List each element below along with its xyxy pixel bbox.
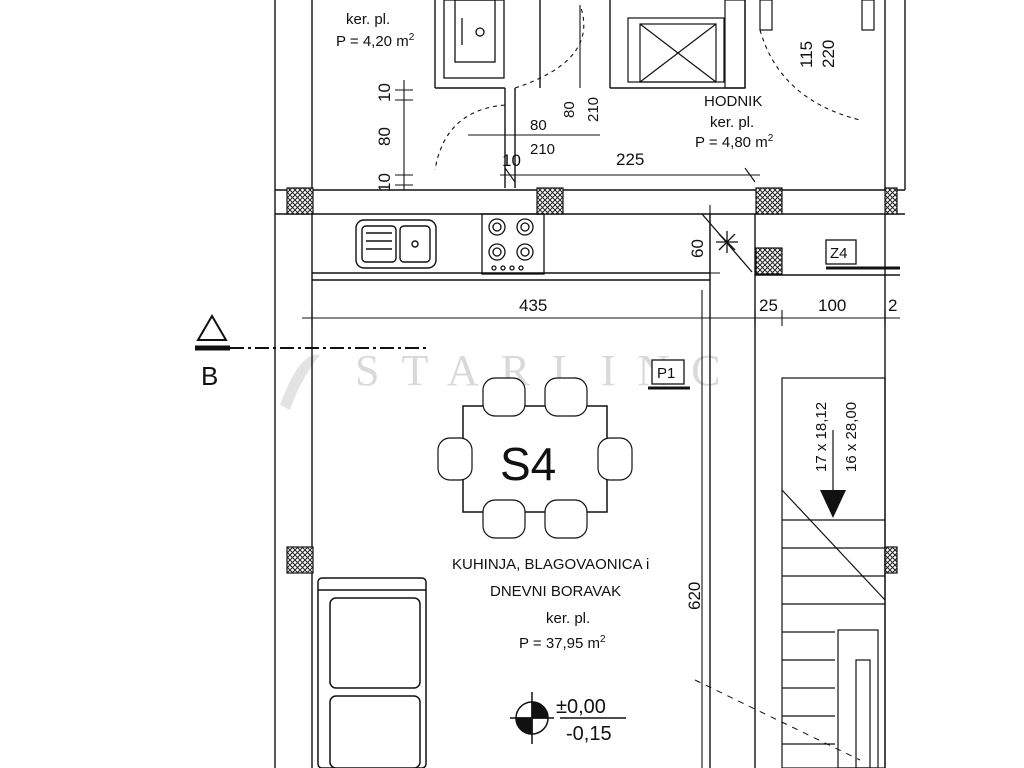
dim-115: 115 <box>797 41 816 68</box>
sofa-icon <box>317 577 427 768</box>
door2-height: 210 <box>585 97 602 122</box>
dining-table <box>462 405 608 513</box>
dim-10-door: 10 <box>502 151 521 170</box>
dashed-guide <box>694 679 861 761</box>
main-room-floor: ker. pl. <box>546 610 590 627</box>
dim-10-bottom: 10 <box>375 173 394 192</box>
stair-tread: 16 x 28,00 <box>843 402 860 472</box>
stair-direction-arrow-icon <box>820 490 846 518</box>
tag-p1-label: P1 <box>657 365 675 382</box>
level-marker-icon <box>510 692 626 744</box>
dimension-lines <box>302 80 900 768</box>
section-marker-b <box>195 314 430 351</box>
dim-25: 25 <box>759 296 778 315</box>
room-code: S4 <box>500 438 556 490</box>
section-label: B <box>201 361 218 391</box>
dim-80-vertical: 80 <box>375 127 394 146</box>
main-room-area: P = 37,95 m2 <box>519 634 606 652</box>
cooktop-icon <box>481 213 545 275</box>
vent-icon <box>701 213 753 273</box>
dim-10-top: 10 <box>375 83 394 102</box>
top-left-room-area: P = 4,20 m2 <box>336 32 415 50</box>
door1-height: 210 <box>530 141 555 158</box>
stair-rise: 17 x 18,12 <box>813 402 830 472</box>
door1-width: 80 <box>530 117 547 134</box>
kitchen-sink-icon <box>355 219 437 269</box>
structural-columns <box>286 187 898 574</box>
hodnik-room-name: HODNIK <box>704 93 762 110</box>
dim-435: 435 <box>519 296 547 315</box>
staircase <box>781 377 886 768</box>
tag-z4 <box>825 239 900 270</box>
washbasin-icon <box>443 0 505 79</box>
hodnik-room-floor: ker. pl. <box>710 114 754 131</box>
main-room-name-1: KUHINJA, BLAGOVAONICA i <box>452 556 649 573</box>
level-top: ±0,00 <box>556 696 606 718</box>
dim-225: 225 <box>616 150 644 169</box>
dim-100: 100 <box>818 296 846 315</box>
shaft-icon <box>627 0 746 89</box>
main-room-name-2: DNEVNI BORAVAK <box>490 583 621 600</box>
door2-width: 80 <box>561 101 578 118</box>
dim-2: 2 <box>888 296 897 315</box>
dim-220: 220 <box>819 40 838 68</box>
dim-60: 60 <box>688 239 707 258</box>
chair-icons <box>437 377 633 539</box>
hodnik-room-area: P = 4,80 m2 <box>695 133 774 151</box>
door-swings <box>434 4 861 171</box>
watermark-logo <box>280 354 320 410</box>
door-frame <box>759 0 875 31</box>
level-bottom: -0,15 <box>566 723 612 745</box>
top-left-room-floor: ker. pl. <box>346 11 390 28</box>
tag-z4-label: Z4 <box>830 245 848 262</box>
tag-p1 <box>648 359 690 390</box>
dim-620: 620 <box>685 582 704 610</box>
